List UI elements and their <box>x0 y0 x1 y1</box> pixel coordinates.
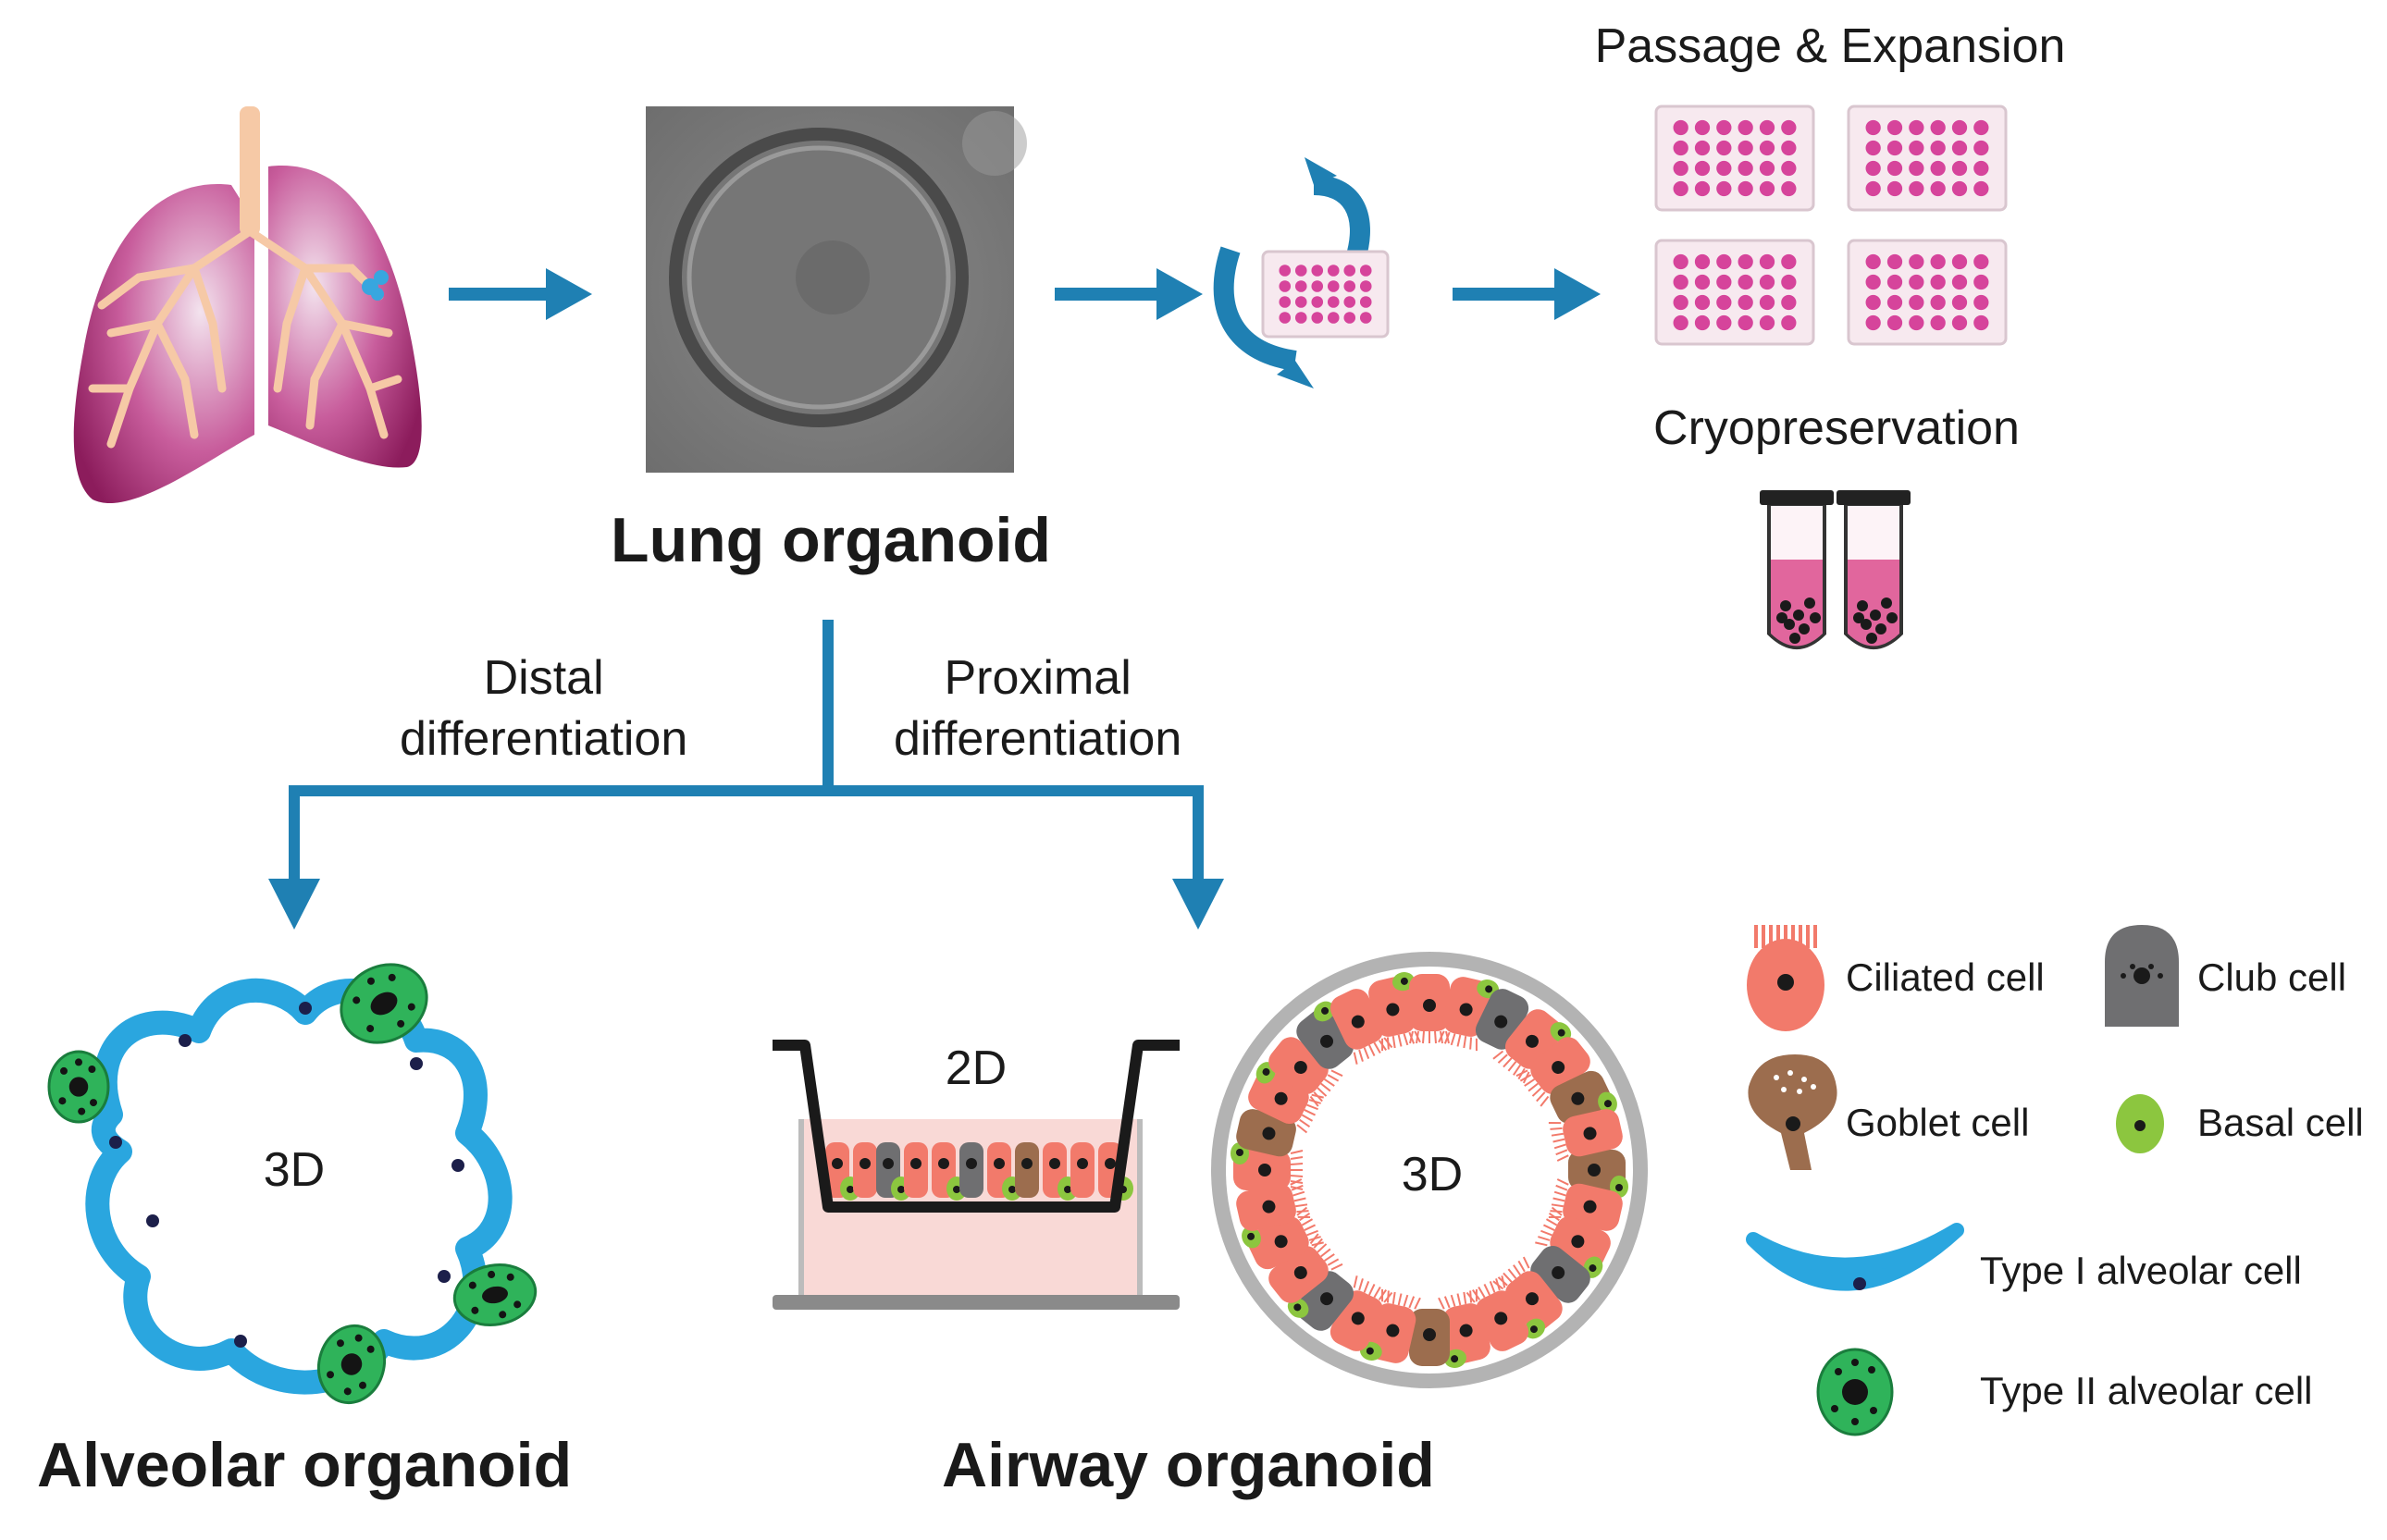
type2-cell-right <box>452 1263 538 1326</box>
transwell-2d-label: 2D <box>945 1041 1008 1095</box>
lung-illustration <box>73 106 422 503</box>
lung-organoid-micrograph <box>646 106 1027 473</box>
expansion-well-plate-1 <box>1654 105 1815 212</box>
legend-ciliated-label: Ciliated cell <box>1846 955 2045 999</box>
legend-basal-label: Basal cell <box>2197 1101 2364 1144</box>
passage-well-plate <box>1261 250 1390 339</box>
passage-cycle <box>1213 157 1370 388</box>
distal-differentiation-label: Distal differentiation <box>400 651 688 766</box>
legend-club-icon <box>2105 925 2179 1027</box>
legend-goblet-icon <box>1748 1054 1837 1170</box>
legend-basal-icon <box>2116 1094 2164 1153</box>
airway-organoid-label: Airway organoid <box>942 1430 1435 1500</box>
legend-type1-label: Type I alveolar cell <box>1980 1249 2302 1292</box>
alveolar-3d-label: 3D <box>263 1143 326 1197</box>
alveolar-organoid-label: Alveolar organoid <box>37 1430 573 1500</box>
cryo-tube-2 <box>1837 490 1911 649</box>
legend-type2-label: Type II alveolar cell <box>1980 1369 2313 1412</box>
legend-goblet-label: Goblet cell <box>1846 1101 2030 1144</box>
alveolar-organoid-drawing <box>85 978 513 1395</box>
passage-expansion-label: Passage & Expansion <box>1594 19 2066 73</box>
cryo-tube-1 <box>1760 490 1834 649</box>
type2-cell-top <box>340 963 428 1044</box>
legend-type1-icon <box>1746 1223 1964 1291</box>
expansion-well-plate-3 <box>1654 239 1815 346</box>
legend-club-label: Club cell <box>2197 955 2347 999</box>
cryopreservation-label: Cryopreservation <box>1653 401 2020 455</box>
arrow-organoid-to-passage <box>1055 268 1203 320</box>
transwell-2d-drawing <box>773 1040 1180 1310</box>
airway-3d-label: 3D <box>1401 1148 1464 1201</box>
arrow-lung-to-organoid <box>449 268 592 320</box>
airway-organoid-drawing <box>1211 952 1648 1388</box>
type2-cell-left <box>47 1050 110 1124</box>
type2-cell-bottom <box>316 1324 387 1405</box>
expansion-well-plate-2 <box>1847 105 2008 212</box>
differentiation-branch-arrows <box>268 620 1224 930</box>
legend-type2-icon <box>1816 1348 1894 1436</box>
lung-organoid-label: Lung organoid <box>611 505 1051 575</box>
arrow-passage-to-expansion <box>1453 268 1601 320</box>
proximal-differentiation-label: Proximal differentiation <box>894 651 1182 766</box>
legend-ciliated-icon <box>1747 925 1824 1031</box>
expansion-well-plate-4 <box>1847 239 2008 346</box>
